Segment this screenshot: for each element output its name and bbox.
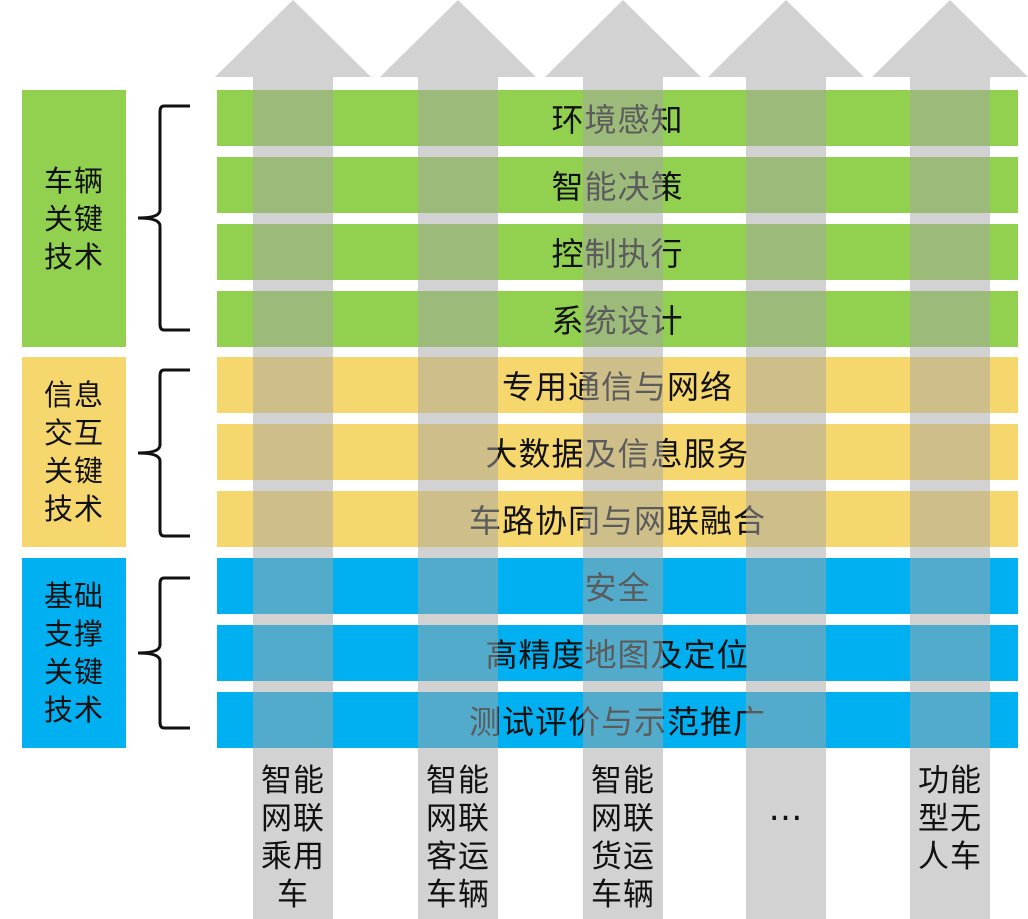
arrow-unmanned-vehicle — [872, 0, 1028, 919]
vehicle-label-passenger-transport: 智能 网联 客运 车辆 — [426, 763, 490, 913]
bracket-support — [134, 576, 194, 730]
arrow-freight-vehicle — [545, 0, 701, 919]
vehicle-label-unmanned-vehicle: 功能 型无 人车 — [918, 763, 982, 875]
bracket-interaction — [134, 368, 194, 538]
group-label-support: 基础 支撑 关键 技术 — [22, 558, 126, 748]
group-label-interaction: 信息 交互 关键 技术 — [22, 357, 126, 547]
arrow-passenger-transport — [380, 0, 536, 919]
vehicle-label-passenger-car: 智能 网联 乘用 车 — [261, 763, 325, 913]
group-label-vehicle: 车辆 关键 技术 — [22, 90, 126, 347]
vehicle-label-freight-vehicle: 智能 网联 货运 车辆 — [591, 763, 655, 913]
arrow-other — [708, 0, 864, 919]
bracket-vehicle — [134, 104, 194, 332]
vehicle-label-ellipsis: … — [768, 789, 804, 829]
arrow-passenger-car — [215, 0, 371, 919]
